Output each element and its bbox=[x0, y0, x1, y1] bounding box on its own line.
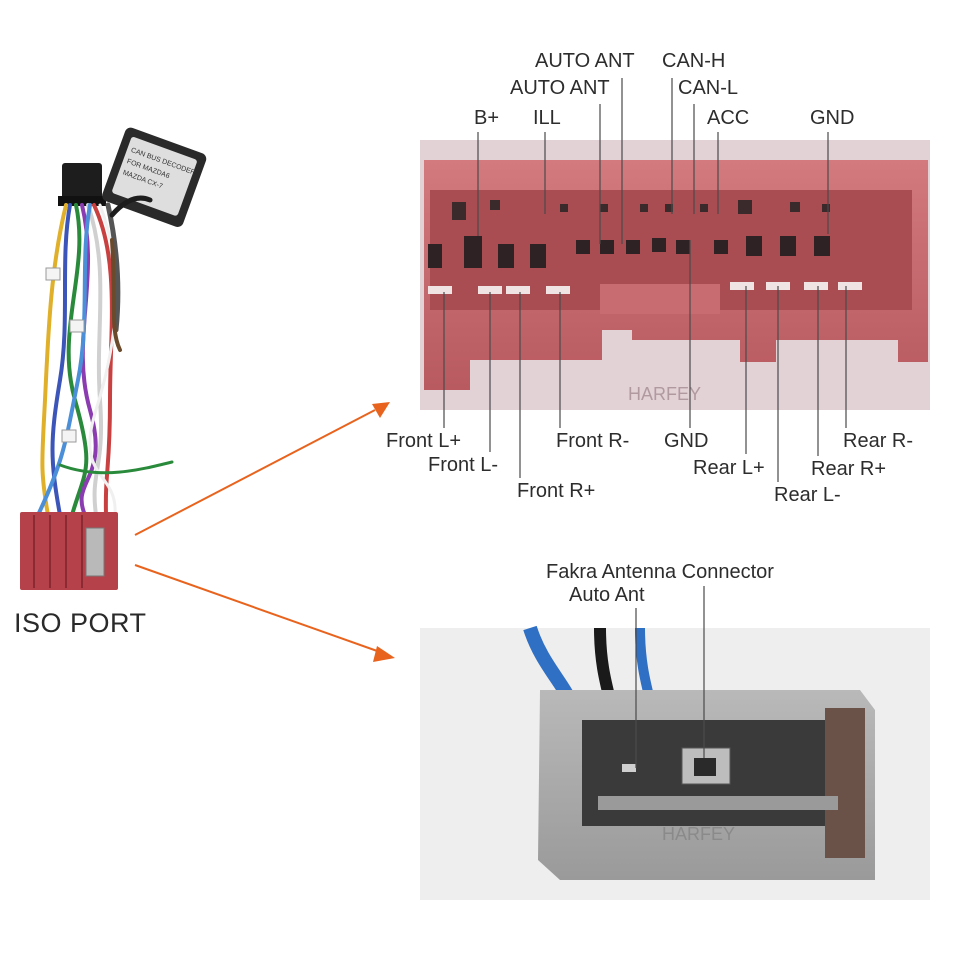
label-front-r-plus: Front R+ bbox=[517, 480, 596, 502]
watermark-top: HARFEY bbox=[628, 384, 701, 404]
label-gnd-top: GND bbox=[810, 107, 855, 129]
label-rear-l-plus: Rear L+ bbox=[693, 457, 765, 479]
watermark-bottom: HARFEY bbox=[662, 824, 735, 844]
label-auto-ant-2: AUTO ANT bbox=[510, 77, 610, 99]
bottom-leader-lines bbox=[635, 586, 705, 768]
label-rear-l-minus: Rear L- bbox=[774, 484, 841, 506]
label-rear-r-minus: Rear R- bbox=[843, 430, 914, 452]
arrow-to-bottom-connector bbox=[134, 564, 381, 653]
top-connector-photo: HARFEY bbox=[420, 140, 930, 410]
top-leader-lines bbox=[443, 78, 847, 482]
label-auto-ant: Auto Ant bbox=[569, 584, 645, 606]
label-fakra-antenna-connector: Fakra Antenna Connector bbox=[546, 561, 774, 583]
label-can-l: CAN-L bbox=[678, 77, 739, 99]
label-front-l-minus: Front L- bbox=[428, 454, 499, 476]
wiring-harness: CAN BUS DECODER FOR MAZDA6 MAZDA CX-7 bbox=[20, 127, 207, 590]
iso-port-label: ISO PORT bbox=[14, 608, 147, 638]
label-can-h: CAN-H bbox=[662, 50, 726, 72]
arrow-to-top-connector bbox=[134, 409, 376, 536]
label-acc: ACC bbox=[707, 107, 750, 129]
pointer-arrows bbox=[134, 402, 395, 662]
label-gnd-bottom: GND bbox=[664, 430, 709, 452]
label-front-l-plus: Front L+ bbox=[386, 430, 462, 452]
label-b-plus: B+ bbox=[474, 107, 500, 129]
label-rear-r-plus: Rear R+ bbox=[811, 458, 887, 480]
label-auto-ant-1: AUTO ANT bbox=[535, 50, 635, 72]
label-ill: ILL bbox=[533, 107, 561, 129]
bottom-connector-photo: HARFEY bbox=[420, 625, 930, 900]
label-front-r-minus: Front R- bbox=[556, 430, 630, 452]
